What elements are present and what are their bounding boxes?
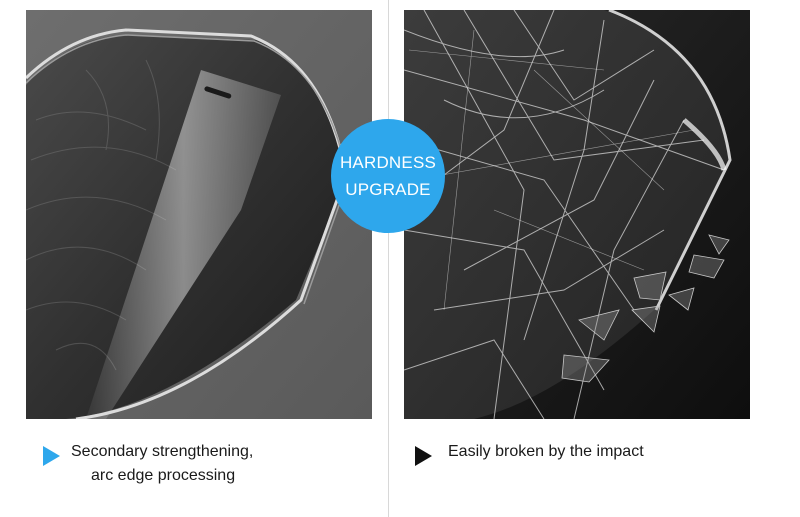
left-caption-line-1: Secondary strengthening, (71, 443, 254, 460)
hardness-upgrade-badge: HARDNESS UPGRADE (331, 119, 445, 233)
right-caption: Easily broken by the impact (448, 443, 644, 460)
shattered-glass-photo (404, 10, 750, 419)
play-triangle-icon (43, 446, 60, 466)
badge-line-2: UPGRADE (345, 180, 431, 199)
play-triangle-icon (415, 446, 432, 466)
intact-glass-photo (26, 10, 372, 419)
center-divider (388, 0, 389, 517)
badge-line-1: HARDNESS (339, 153, 437, 172)
left-caption-line-2: arc edge processing (91, 467, 236, 484)
